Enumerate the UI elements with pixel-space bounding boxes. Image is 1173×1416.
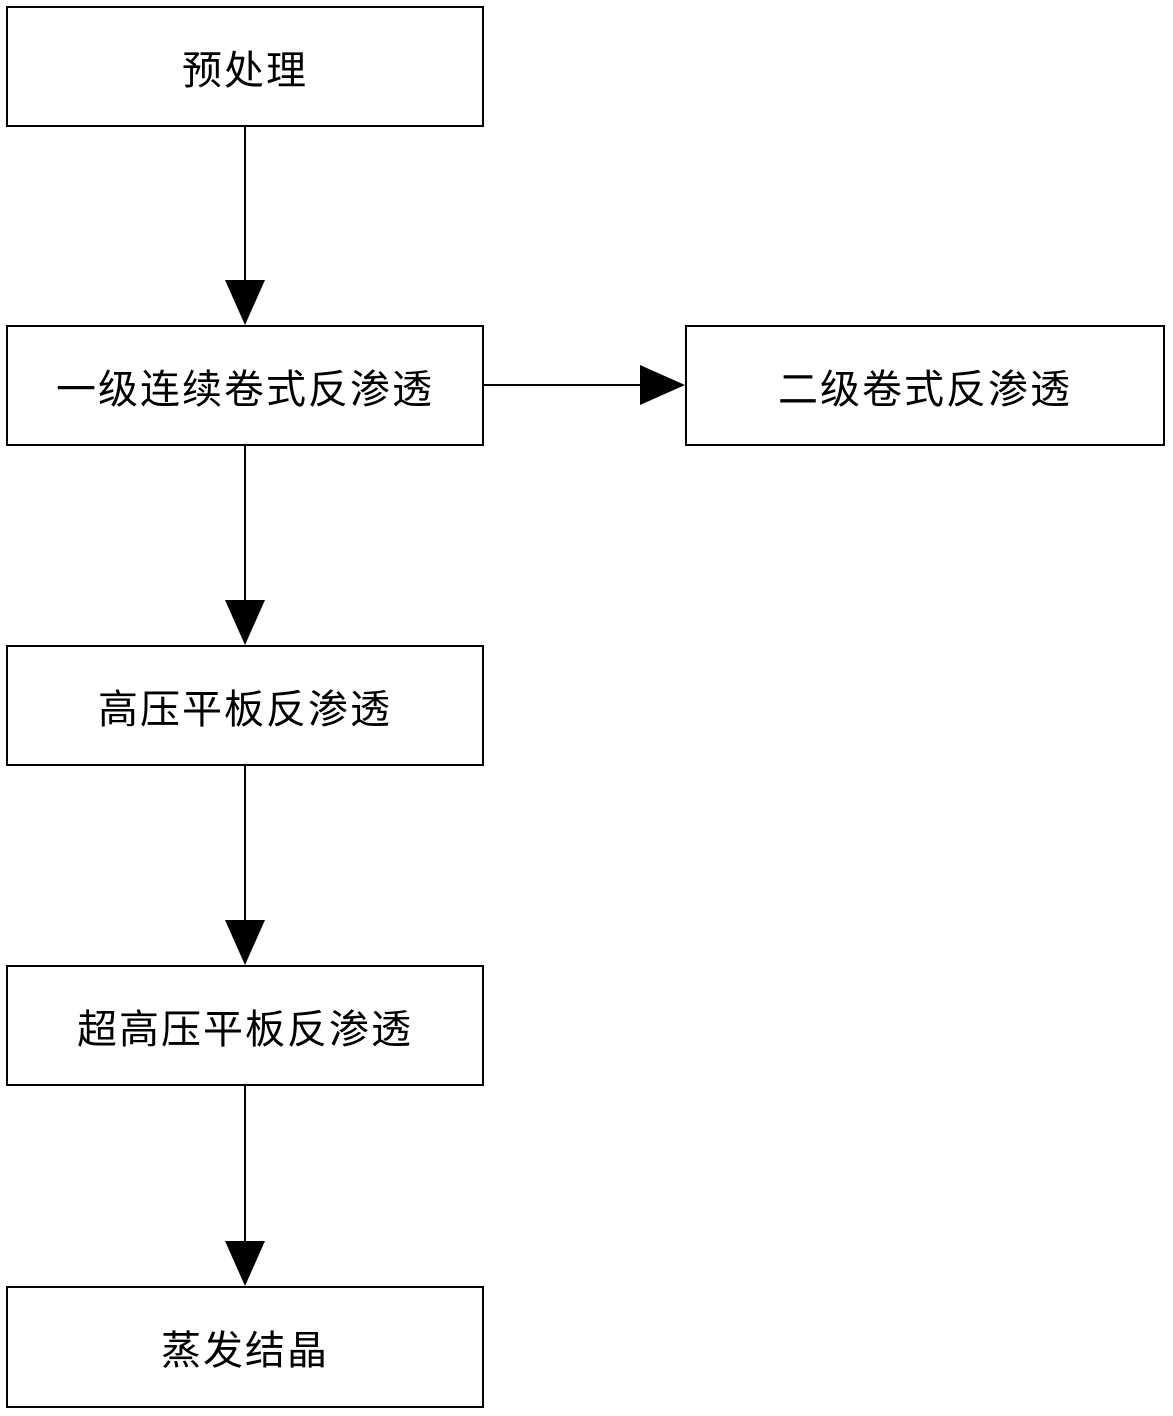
arrowhead-stage1-to-stage2 <box>640 365 685 405</box>
step-box-stage2-spiral-ro: 二级卷式反渗透 <box>685 325 1165 446</box>
arrowhead-ultrahigh-to-evaporation <box>225 1241 265 1286</box>
step-label-pretreatment: 预处理 <box>182 47 308 94</box>
step-label-evaporation-crystallization: 蒸发结晶 <box>161 1328 329 1374</box>
step-box-stage1-continuous-spiral-ro: 一级连续卷式反渗透 <box>6 325 484 446</box>
step-box-ultra-high-pressure-flat-ro: 超高压平板反渗透 <box>6 965 484 1086</box>
step-box-high-pressure-flat-ro: 高压平板反渗透 <box>6 645 484 766</box>
step-label-stage1-continuous-spiral-ro: 一级连续卷式反渗透 <box>56 366 434 413</box>
arrowhead-stage1-to-highpressure <box>225 600 265 645</box>
step-label-ultra-high-pressure-flat-ro: 超高压平板反渗透 <box>77 1006 413 1053</box>
step-label-stage2-spiral-ro: 二级卷式反渗透 <box>778 366 1072 413</box>
step-box-evaporation-crystallization: 蒸发结晶 <box>6 1286 484 1408</box>
arrowhead-highpressure-to-ultrahigh <box>225 920 265 965</box>
arrowhead-pretreatment-to-stage1 <box>225 280 265 325</box>
step-label-high-pressure-flat-ro: 高压平板反渗透 <box>98 686 392 733</box>
step-box-pretreatment: 预处理 <box>6 6 484 127</box>
